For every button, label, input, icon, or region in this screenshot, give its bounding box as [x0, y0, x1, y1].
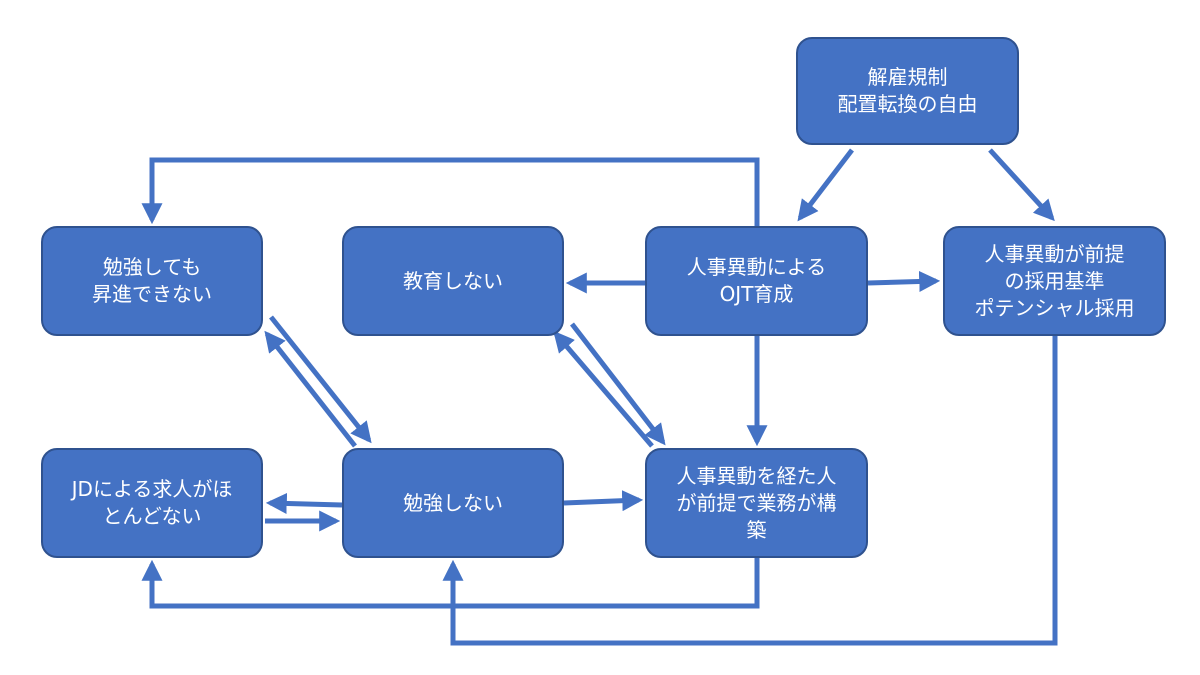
edge-benkyou-to-benkyou-shoushin	[264, 330, 357, 448]
node-gyoumu-kouchiku: 人事異動を経た人 が前提で業務が構 築	[645, 448, 868, 558]
edge-benkyou-to-jd	[265, 492, 343, 514]
node-text: 勉強しても	[102, 255, 202, 279]
node-text: 教育しない	[403, 268, 503, 293]
node-text: 人事異動による	[686, 255, 827, 279]
node-text: の採用基準	[1004, 268, 1105, 293]
node-text: が前提で業務が構	[676, 490, 837, 515]
edge-kaiko-to-ojt	[797, 148, 854, 222]
edge-benkyou-shoushin-to-benkyou	[269, 315, 372, 444]
node-text: 勉強しない	[403, 490, 503, 515]
edge-saiyou-to-benkyou	[442, 336, 1058, 646]
edge-benkyou-to-gyoumu	[563, 490, 644, 512]
node-text: ポテンシャル採用	[974, 295, 1135, 320]
node-text: OJT育成	[719, 282, 794, 306]
node-text: 配置転換の自由	[837, 92, 978, 116]
node-text: 解雇規制	[867, 65, 948, 89]
node-jd-kyuujin: JDによる求人がほ とんどない	[41, 448, 263, 558]
edge-gyoumu-to-kyouiku	[553, 330, 654, 448]
node-kyouiku-shinai: 教育しない	[342, 226, 564, 336]
edge-kyouiku-to-gyoumu	[570, 322, 666, 446]
node-benkyou-shinai: 勉強しない	[342, 448, 564, 558]
node-saiyou-kijun: 人事異動が前提 の採用基準 ポテンシャル採用	[943, 226, 1166, 336]
node-text: 築	[746, 517, 767, 542]
node-benkyou-shoushin: 勉強しても 昇進できない	[41, 226, 263, 336]
edge-kaiko-to-saiyou	[988, 148, 1055, 222]
node-text: とんどない	[102, 504, 202, 528]
node-text: 人事異動を経た人	[676, 463, 837, 488]
node-ojt-ikusei: 人事異動による OJT育成	[645, 226, 868, 336]
node-text: 人事異動が前提	[984, 241, 1125, 266]
node-text: 昇進できない	[92, 282, 212, 306]
edge-ojt-to-saiyou	[867, 270, 941, 292]
node-text: JDによる求人がほ	[71, 477, 233, 501]
edge-ojt-to-benkyou-shoushin	[141, 157, 760, 226]
node-kaiko-kisei: 解雇規制 配置転換の自由	[796, 37, 1019, 145]
